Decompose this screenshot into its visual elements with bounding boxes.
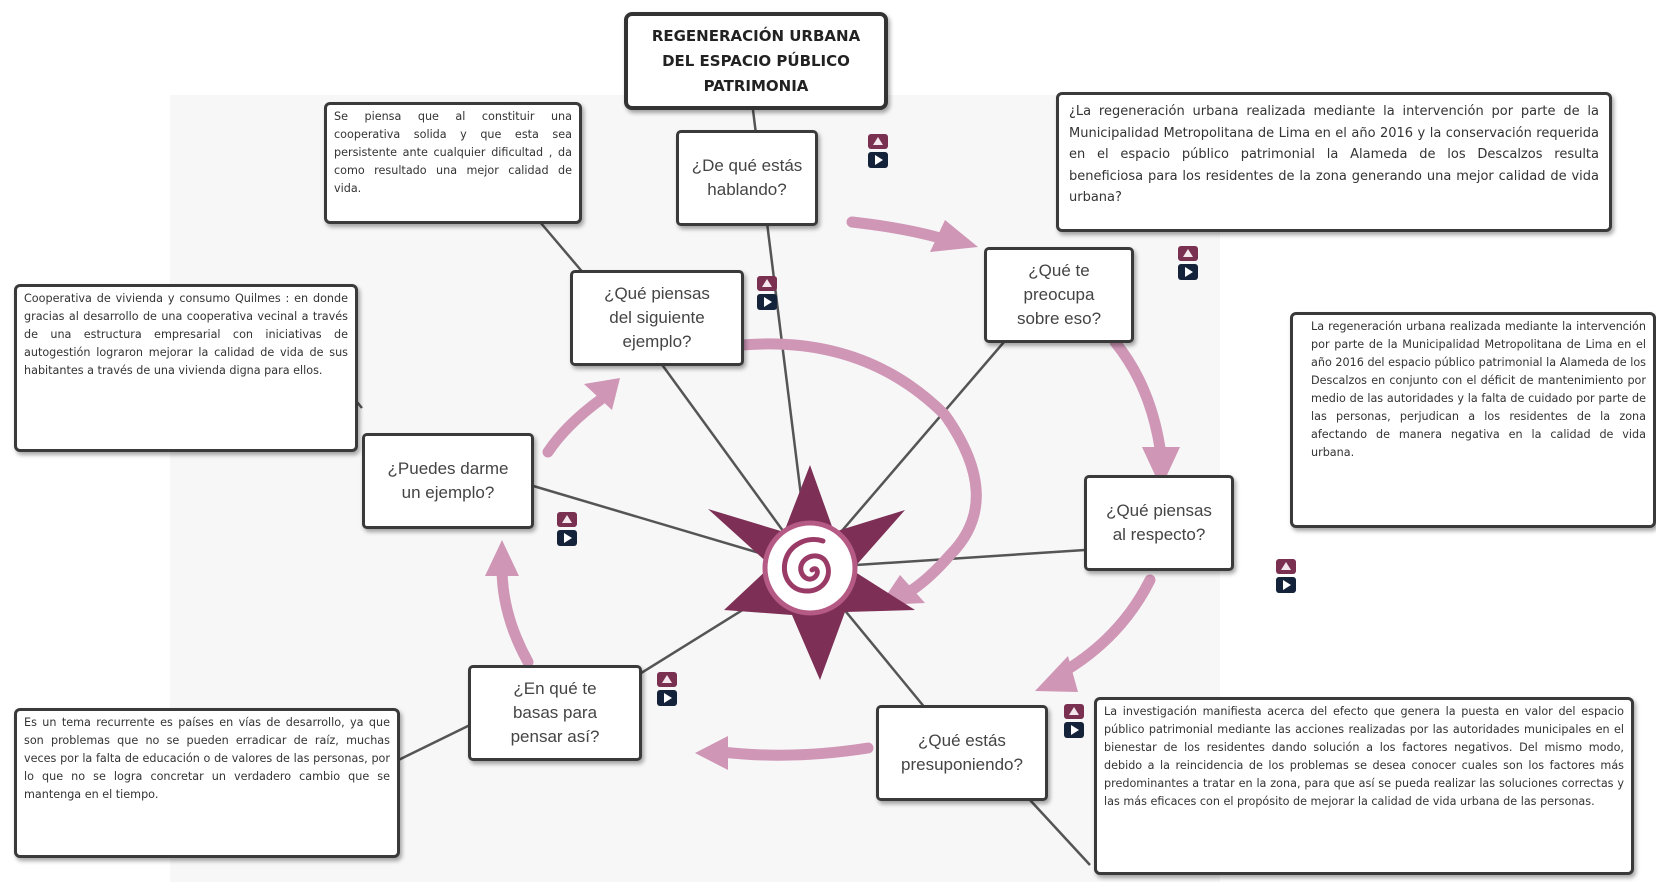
up-arrow-icon[interactable] bbox=[868, 134, 888, 149]
arrowhead-5 bbox=[485, 540, 519, 576]
arrow-basas-darme bbox=[496, 562, 534, 668]
connector-bottom-right bbox=[1029, 799, 1091, 866]
up-arrow-icon[interactable] bbox=[1064, 704, 1084, 719]
play-icon[interactable] bbox=[868, 152, 888, 168]
up-arrow-icon[interactable] bbox=[1178, 246, 1198, 261]
note-bottom-left: Es un tema recurrente es países en vías … bbox=[14, 708, 400, 858]
icon-pair-presuponiendo bbox=[1064, 704, 1084, 740]
up-arrow-icon[interactable] bbox=[757, 276, 777, 291]
arrow-respecto-presuponiendo bbox=[1052, 574, 1156, 681]
question-puedes-darme-un-ejemplo[interactable]: ¿Puedes darme un ejemplo? bbox=[362, 433, 534, 529]
spiral-icon bbox=[781, 537, 831, 594]
icon-pair-respecto bbox=[1276, 559, 1296, 595]
arrow-inner-loop bbox=[736, 338, 982, 596]
play-icon[interactable] bbox=[1276, 577, 1296, 593]
arrowhead-3 bbox=[1035, 656, 1078, 692]
note-left: Cooperativa de vivienda y consumo Quilme… bbox=[14, 284, 358, 452]
note-top-right: ¿La regeneración urbana realizada median… bbox=[1056, 92, 1612, 232]
up-arrow-icon[interactable] bbox=[557, 512, 577, 527]
icon-pair-basas bbox=[657, 672, 677, 708]
note-top-left: Se piensa que al constituir una cooperat… bbox=[324, 102, 582, 224]
connector-top-left bbox=[539, 221, 586, 276]
play-icon[interactable] bbox=[657, 690, 677, 706]
cycle-arrows bbox=[496, 216, 1166, 761]
question-que-piensas-del-siguiente-ejemplo[interactable]: ¿Qué piensas del siguiente ejemplo? bbox=[570, 270, 744, 366]
icon-pair-hablando bbox=[868, 134, 888, 170]
icon-pair-darme-ejemplo bbox=[557, 512, 577, 548]
play-icon[interactable] bbox=[757, 294, 777, 310]
arrowhead-1 bbox=[930, 220, 978, 252]
note-right: La regeneración urbana realizada mediant… bbox=[1290, 312, 1656, 528]
question-en-que-te-basas[interactable]: ¿En qué te basas para pensar así? bbox=[468, 665, 642, 761]
up-arrow-icon[interactable] bbox=[657, 672, 677, 687]
note-bottom-right: La investigación manifiesta acerca del e… bbox=[1094, 697, 1634, 875]
play-icon[interactable] bbox=[1178, 264, 1198, 280]
icon-pair-preocupa bbox=[1178, 246, 1198, 282]
arrowhead-4 bbox=[695, 736, 728, 770]
arrowhead-6 bbox=[584, 378, 620, 410]
arrow-preocupa-respecto bbox=[1109, 336, 1166, 454]
question-de-que-estas-hablando[interactable]: ¿De qué estás hablando? bbox=[676, 130, 818, 226]
arrow-presuponiendo-basas bbox=[716, 742, 874, 761]
main-title: REGENERACIÓN URBANA DEL ESPACIO PÚBLICO … bbox=[624, 12, 888, 110]
question-que-estas-presuponiendo[interactable]: ¿Qué estás presuponiendo? bbox=[876, 705, 1048, 801]
center-circle bbox=[762, 520, 858, 616]
play-icon[interactable] bbox=[1064, 722, 1084, 738]
play-icon[interactable] bbox=[557, 530, 577, 546]
icon-pair-siguiente-ejemplo bbox=[757, 276, 777, 312]
up-arrow-icon[interactable] bbox=[1276, 559, 1296, 574]
question-que-te-preocupa[interactable]: ¿Qué te preocupa sobre eso? bbox=[984, 247, 1134, 343]
arrowhead-2 bbox=[1142, 447, 1180, 488]
question-que-piensas-al-respecto[interactable]: ¿Qué piensas al respecto? bbox=[1084, 475, 1234, 571]
arrow-darme-siguiente bbox=[542, 394, 606, 458]
arrow-hablando-preocupa bbox=[846, 216, 946, 244]
